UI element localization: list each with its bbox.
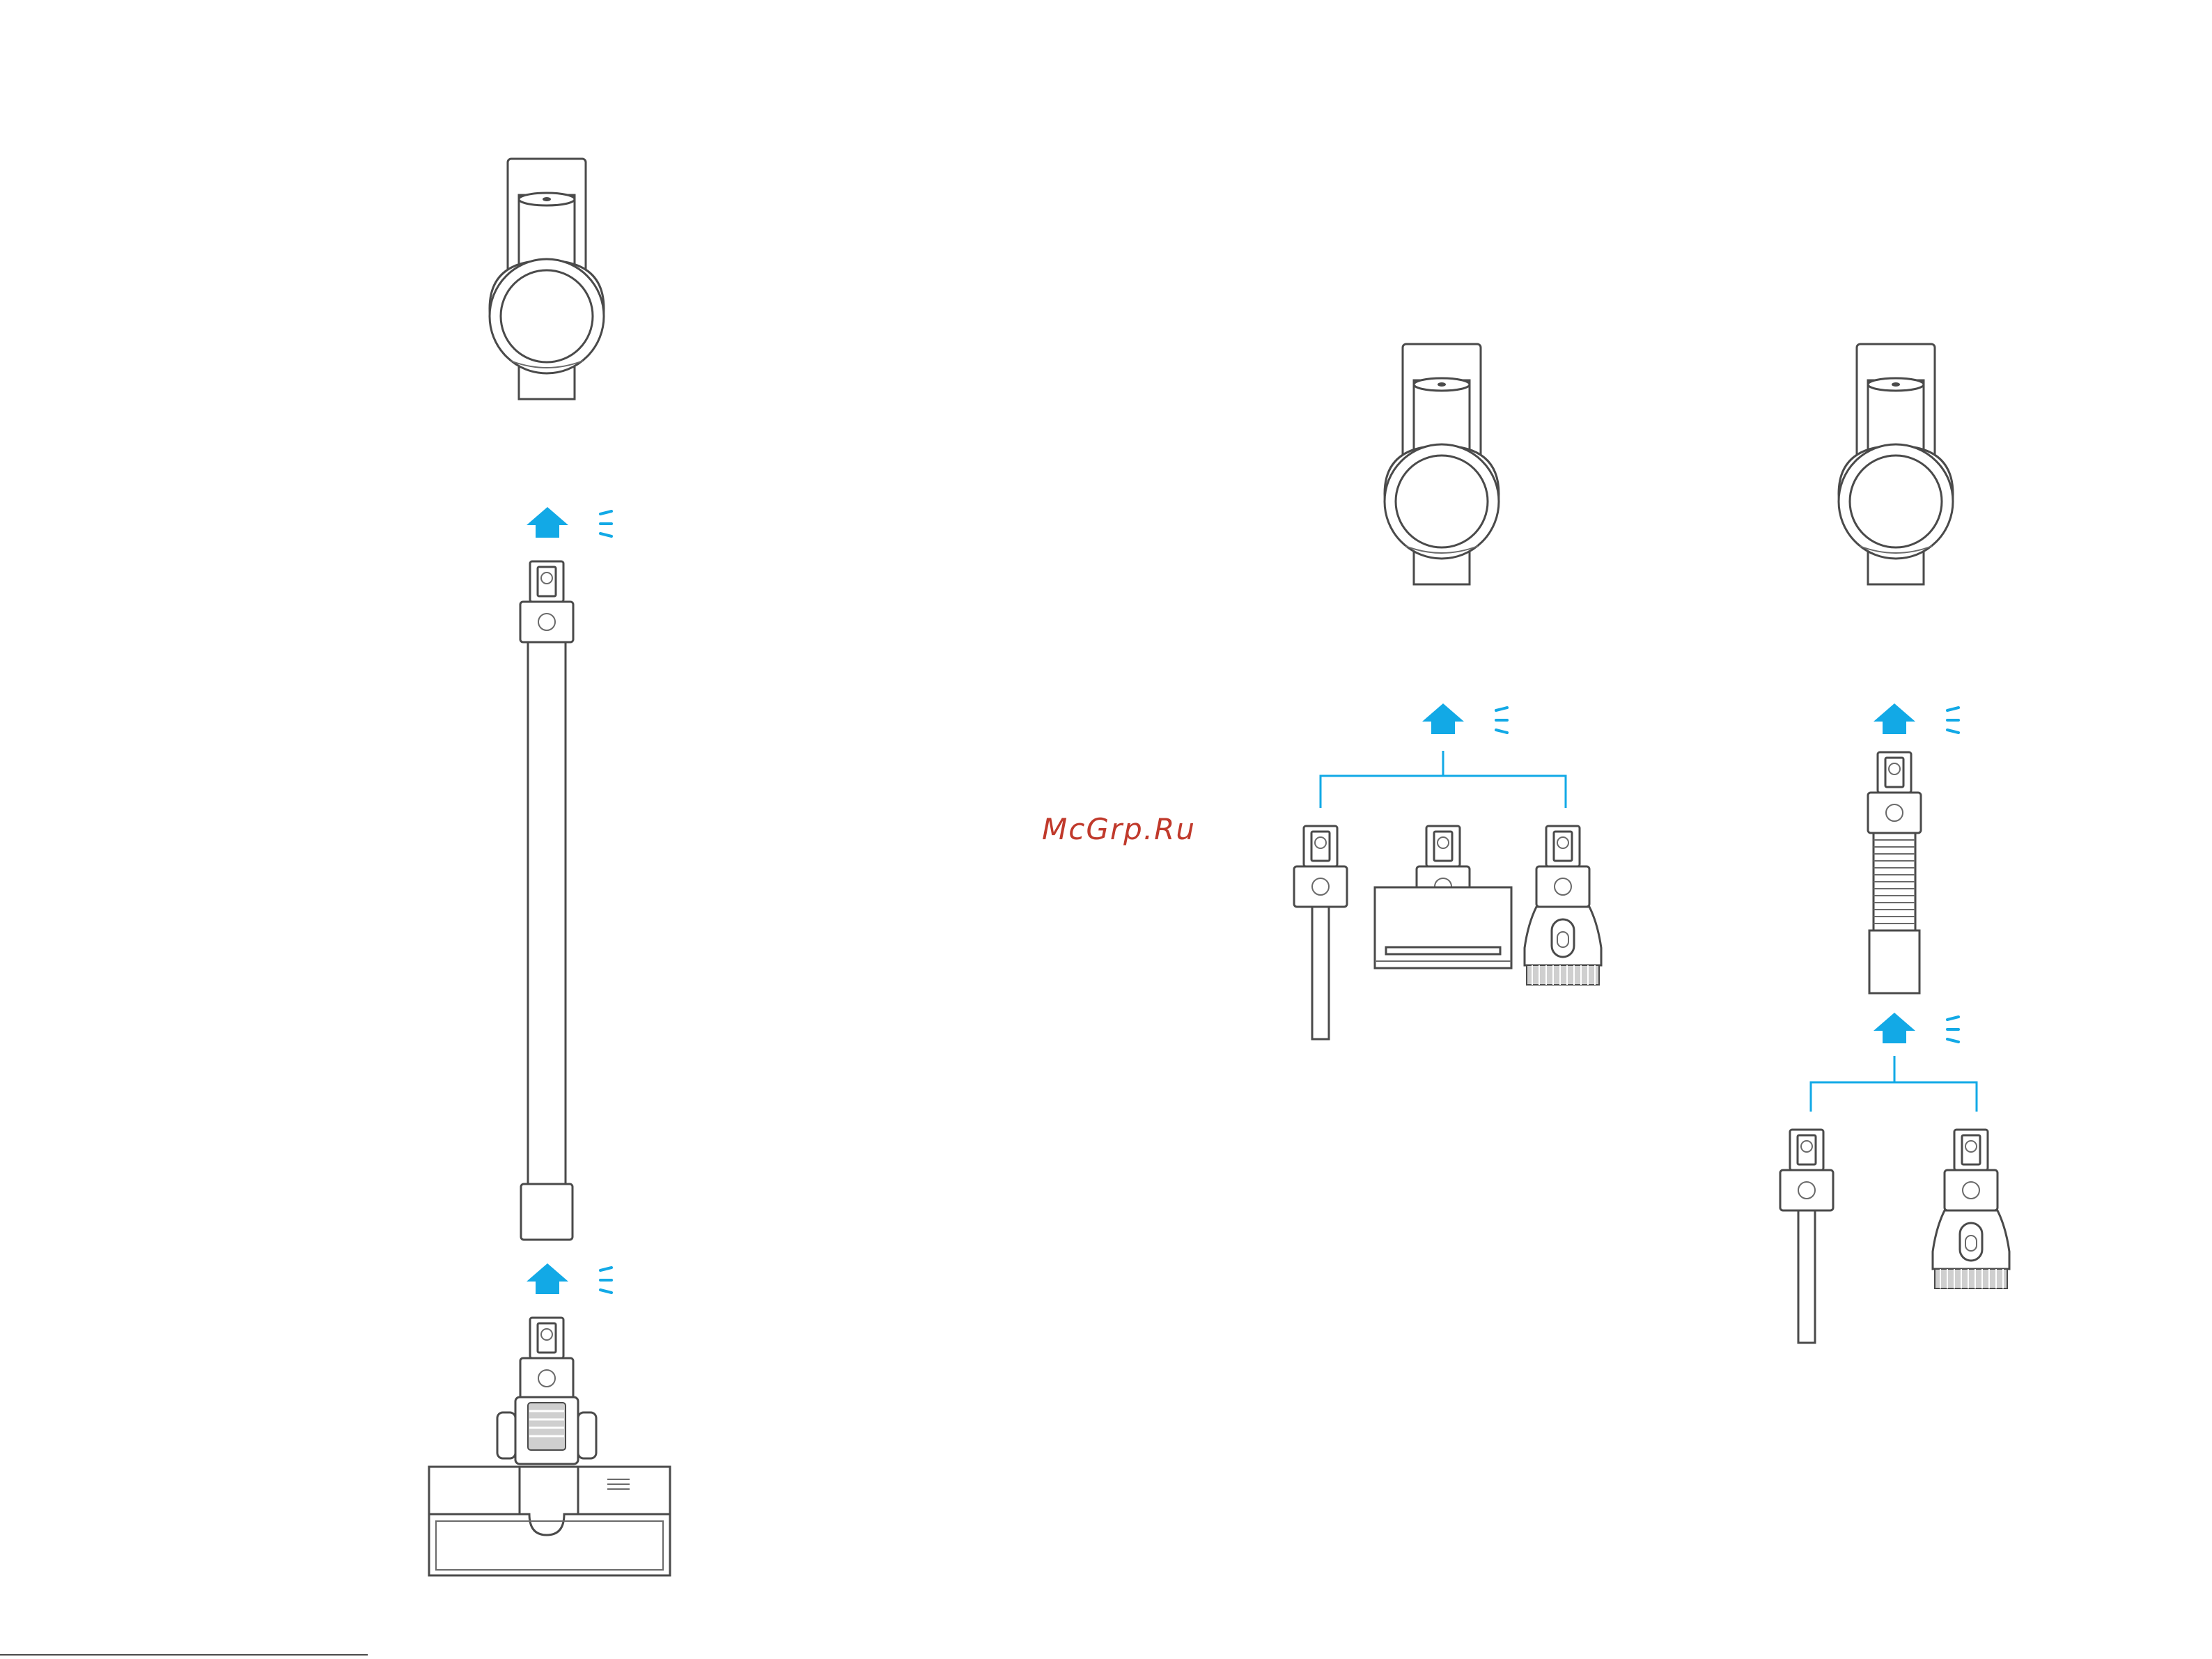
- floor-brush: [429, 1318, 670, 1575]
- arrow-up-icon: [527, 1263, 612, 1294]
- arrow-up-icon: [1874, 703, 1958, 734]
- crevice-tool: [1294, 826, 1347, 1039]
- arrow-up-icon: [527, 507, 612, 538]
- main-unit: [1839, 344, 1953, 584]
- two-in-one-brush: [1525, 826, 1601, 985]
- extension-tube: [520, 561, 573, 1240]
- bracket-connector: [1321, 751, 1566, 808]
- main-unit: [490, 159, 604, 399]
- mini-motorized-brush: [1375, 826, 1511, 968]
- arrow-up-icon: [1874, 1013, 1958, 1043]
- watermark-text: McGrp.Ru: [1042, 812, 1196, 846]
- extension-hose: [1868, 752, 1921, 993]
- main-unit: [1385, 344, 1499, 584]
- bracket-connector: [1811, 1056, 1977, 1112]
- figure-extension-hose: [1780, 344, 2009, 1343]
- crevice-tool: [1780, 1130, 1833, 1343]
- two-in-one-brush: [1933, 1130, 2009, 1288]
- figure-accessories: [1294, 344, 1601, 1039]
- figure-full-assembly: [429, 159, 670, 1575]
- arrow-up-icon: [1422, 703, 1507, 734]
